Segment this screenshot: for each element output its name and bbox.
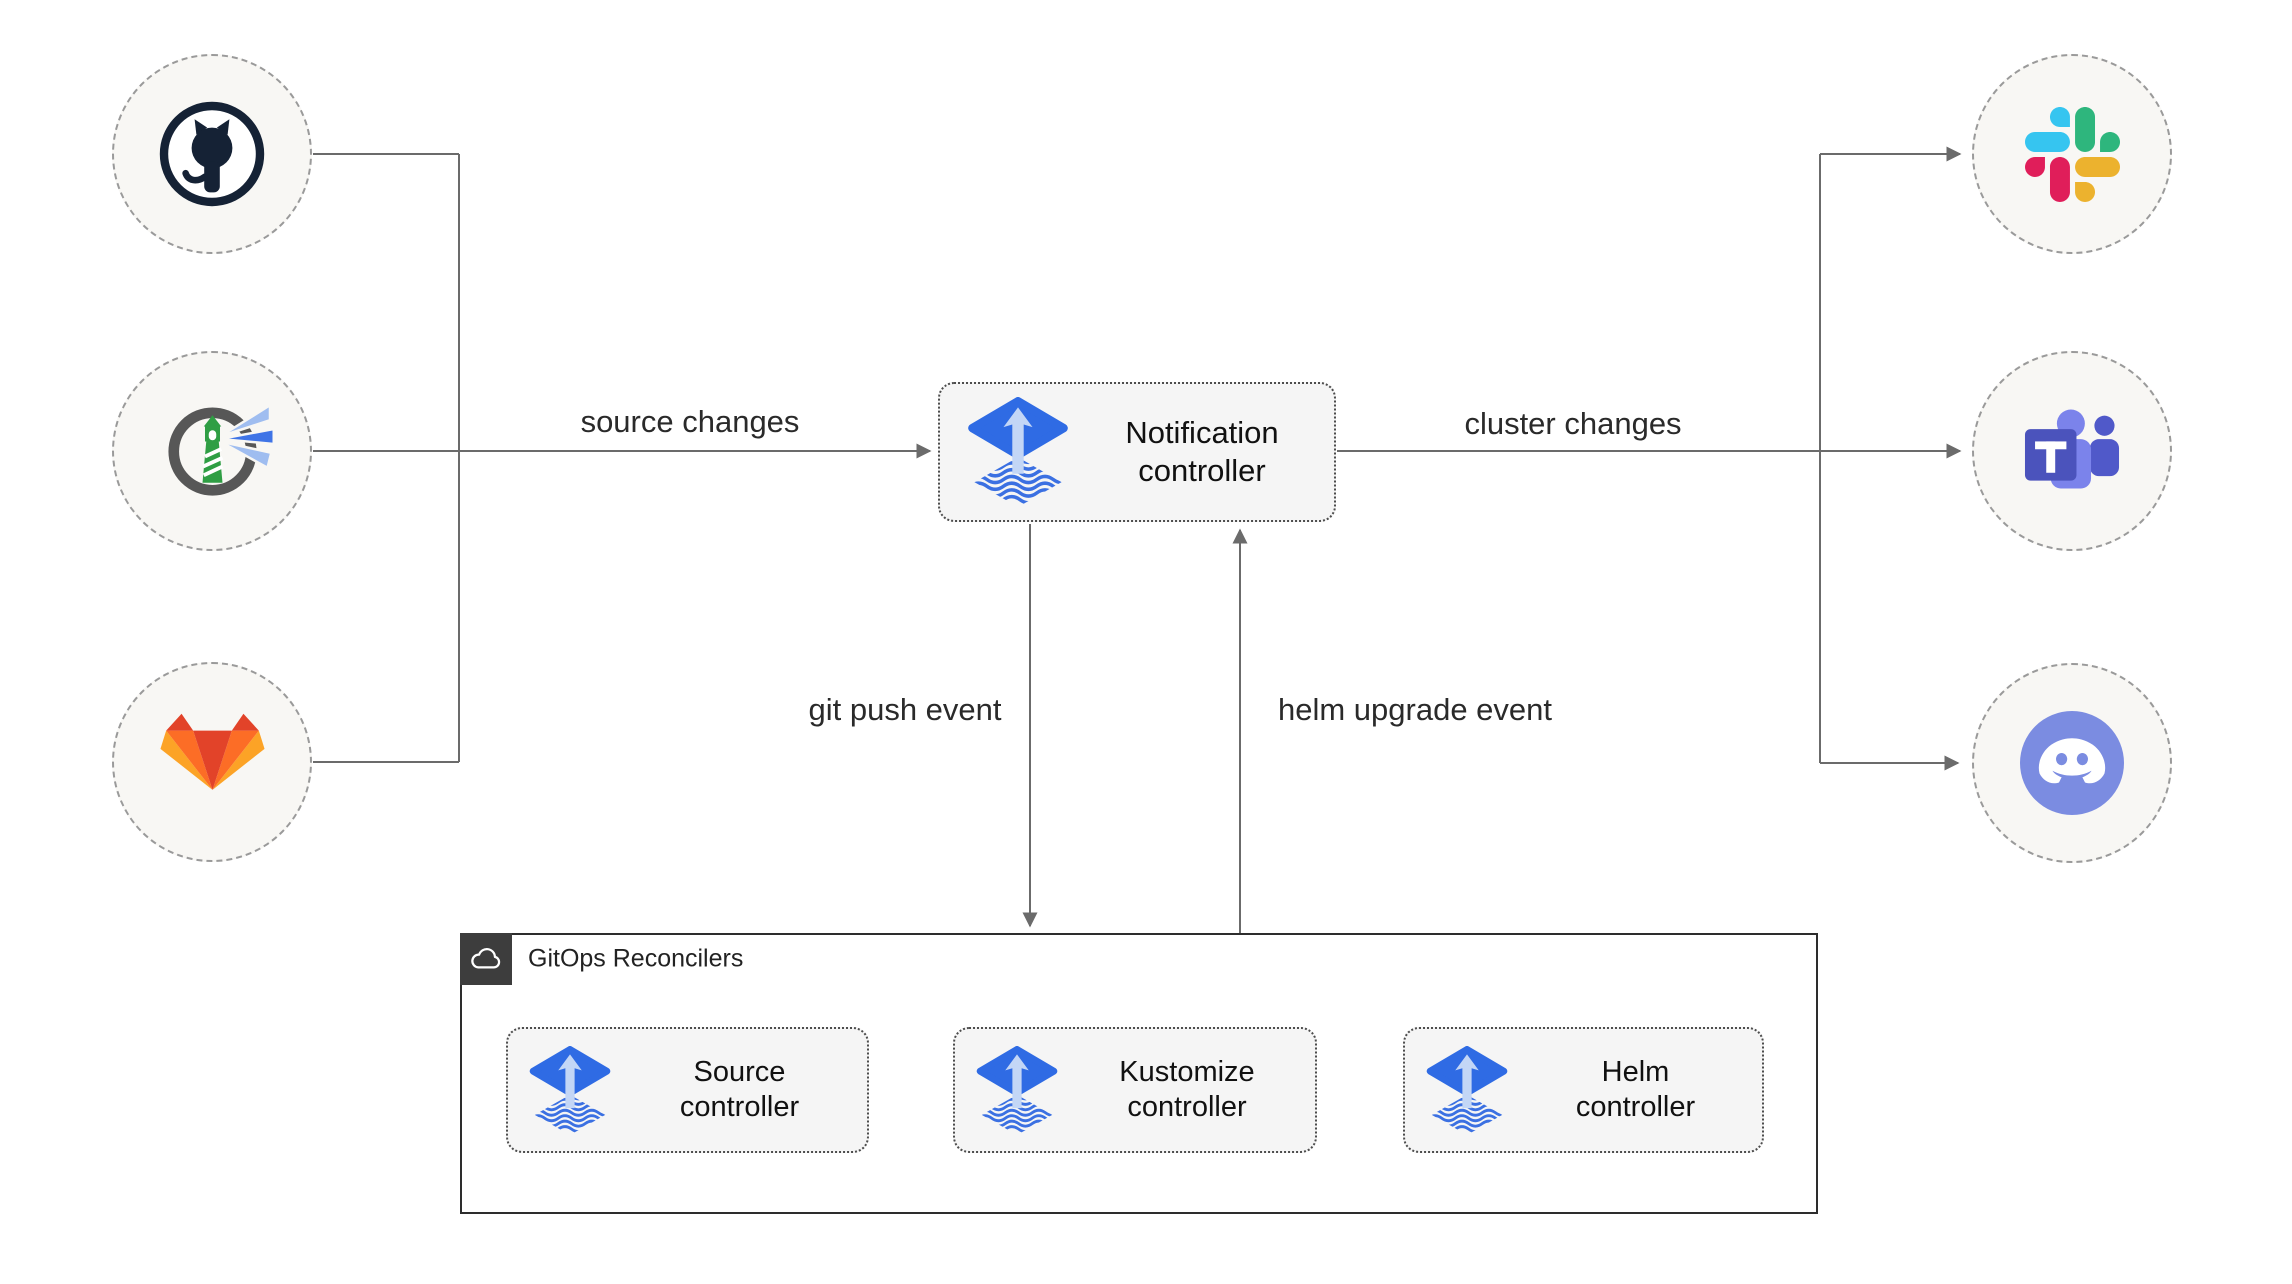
- node-label: Notification controller: [1070, 414, 1334, 490]
- edge-label-git-push-event: git push event: [808, 692, 1002, 727]
- flux-icon: [975, 1046, 1059, 1135]
- flux-icon: [528, 1046, 612, 1135]
- edge-label-cluster-changes: cluster changes: [1464, 406, 1682, 441]
- flux-icon: [966, 397, 1070, 507]
- harbor-icon: [167, 402, 275, 496]
- group-badge: [460, 933, 512, 985]
- source-node-github: [112, 54, 312, 254]
- source-controller-label: Source controller: [679, 1055, 800, 1123]
- kustomize-controller-label: Kustomize controller: [1119, 1055, 1255, 1123]
- source-node-harbor: [112, 351, 312, 551]
- node-notification-controller: Notification controller: [938, 382, 1336, 522]
- edge-label-helm-upgrade-event: helm upgrade event: [1277, 692, 1553, 727]
- gitlab-icon: [159, 713, 265, 790]
- node-helm-controller: Helm controller: [1403, 1027, 1764, 1153]
- node-label: Source controller: [612, 1055, 867, 1126]
- cloud-icon: [471, 948, 501, 969]
- node-label: Kustomize controller: [1059, 1055, 1315, 1126]
- edge-label-source-changes: source changes: [580, 404, 800, 439]
- discord-icon: [2020, 711, 2124, 815]
- node-source-controller: Source controller: [506, 1027, 869, 1153]
- ms-teams-icon: [2024, 409, 2120, 488]
- slack-icon: [2024, 106, 2120, 202]
- target-node-slack: [1972, 54, 2172, 254]
- github-icon: [159, 101, 265, 207]
- source-node-gitlab: [112, 662, 312, 862]
- flux-icon: [1425, 1046, 1509, 1135]
- helm-controller-label: Helm controller: [1575, 1055, 1696, 1123]
- node-kustomize-controller: Kustomize controller: [953, 1027, 1317, 1153]
- target-node-discord: [1972, 663, 2172, 863]
- target-node-ms-teams: [1972, 351, 2172, 551]
- node-label: Helm controller: [1509, 1055, 1762, 1126]
- group-label: GitOps Reconcilers: [528, 944, 744, 973]
- notification-controller-label: Notification controller: [1125, 415, 1279, 488]
